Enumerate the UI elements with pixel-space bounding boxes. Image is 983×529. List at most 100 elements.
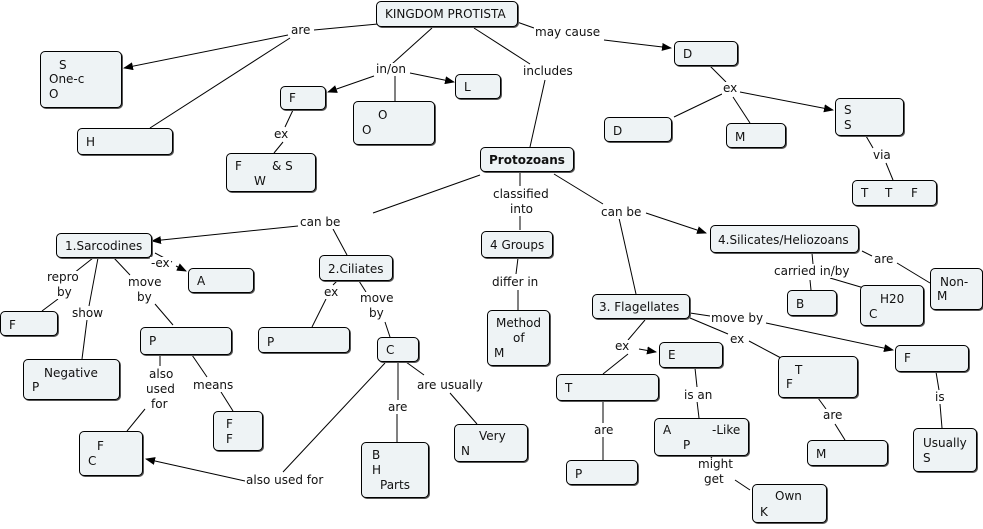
node-4-groups[interactable]: 4 Groups [481,231,553,258]
node-h[interactable]: H [77,128,173,155]
node-label: C [869,307,878,321]
node-kingdom-protista[interactable]: KINGDOM PROTISTA [376,1,518,27]
node-label: E [668,348,676,362]
link-label-might: might [697,457,734,471]
node-label: M [816,447,827,461]
node-label: D [613,124,623,138]
edge [694,367,698,388]
edge [332,280,338,286]
node-l[interactable]: L [455,74,501,99]
node-label: S [844,118,852,132]
node-e[interactable]: E [659,342,723,368]
node-a-p-like[interactable]: A -Like P [654,418,749,456]
edge [865,135,874,149]
node-d-top[interactable]: D [674,41,738,66]
link-label-carried-in-by: carried in/by [773,264,851,278]
node-m-flagellates[interactable]: M [807,440,888,466]
edge [709,65,727,83]
node-label: B [372,448,381,462]
node-own-k[interactable]: Own K [752,484,827,523]
node-c-ciliates[interactable]: C [377,337,419,362]
edge [529,79,546,148]
node-label: H [86,135,96,149]
node-d-left[interactable]: D [604,117,672,142]
node-label: C [386,343,395,357]
link-label-are: are [822,408,844,422]
edge [384,321,391,338]
link-label-ex: ex [323,285,340,299]
edge [829,277,865,289]
node-label: F [226,432,233,446]
node-label: T [885,186,893,200]
node-f-c[interactable]: F C [79,431,143,476]
node-label: S [844,103,852,117]
node-silicates-heliozoans[interactable]: 4.Silicates/Heliozoans [710,225,859,253]
node-label: of [513,331,525,345]
edge [673,93,723,118]
node-b-h-parts[interactable]: B H Parts [361,442,429,498]
link-label-show: show [71,306,105,320]
node-flagellates[interactable]: 3. Flagellates [592,294,690,319]
node-f-f[interactable]: F F [213,411,263,451]
link-label-used: used [145,382,176,396]
edge [809,279,812,291]
link-label-repro: repro [46,270,80,284]
node-label: P [32,380,40,394]
node-s-one-c-o[interactable]: S One-c O [40,51,122,108]
node-label: 4.Silicates/Heliozoans [718,233,849,247]
edge [191,354,208,378]
node-t-t-f[interactable]: T T F [852,180,937,206]
node-h20-c[interactable]: H20 C [860,285,924,326]
node-f-flagellates[interactable]: F [895,345,969,372]
node-label: P [575,467,583,481]
node-negative-p[interactable]: Negative P [23,359,120,400]
node-f-left[interactable]: F [0,311,58,336]
edge [817,397,827,410]
node-t-flagellates[interactable]: T [556,374,659,401]
edge [154,303,174,326]
node-label: S [59,58,67,72]
edge [689,312,711,317]
node-p-ciliates[interactable]: P [258,327,350,353]
node-a[interactable]: A [188,268,254,293]
node-m-top[interactable]: M [726,123,786,148]
node-very-n[interactable]: Very N [454,424,528,462]
node-label: -Like [712,423,741,437]
edge [473,27,531,65]
node-p-flagellates[interactable]: P [566,460,638,485]
link-label-is: is [934,390,946,404]
edge [696,400,700,419]
node-label: Usually [923,436,967,450]
node-label: B [796,297,805,311]
node-label: A [663,423,672,437]
node-fw-s[interactable]: F & S W [226,153,316,192]
node-usually-s[interactable]: Usually S [913,428,977,472]
node-s-s[interactable]: S S [835,98,904,136]
node-t-f[interactable]: T F [778,356,858,398]
edge [885,162,894,181]
edge [358,280,367,293]
node-b-silicates[interactable]: B [787,290,837,316]
edge [145,457,246,482]
link-label-ex: ex [273,127,290,141]
link-label-by: by [56,285,73,299]
link-label-may-cause: may cause [534,25,602,39]
node-p-move[interactable]: P [140,327,232,355]
link-label-can-be: can be [600,205,643,219]
edge [409,72,455,85]
node-label: KINGDOM PROTISTA [385,7,506,21]
node-sarcodines[interactable]: 1.Sarcodines [56,233,152,258]
node-label: A [197,274,206,288]
node-o-o[interactable]: O O [353,101,435,145]
edge [332,228,348,256]
node-label: P [149,334,157,348]
node-ciliates[interactable]: 2.Ciliates [319,255,393,281]
node-non-m[interactable]: Non- M [930,268,983,310]
node-label: & S [272,159,293,173]
edge [405,361,425,376]
node-f-top[interactable]: F [280,86,326,110]
node-method-of-m[interactable]: Method of M [487,310,550,366]
node-protozoans[interactable]: Protozoans [480,147,574,172]
edge [939,403,943,429]
link-label-is-an: is an [683,388,714,402]
